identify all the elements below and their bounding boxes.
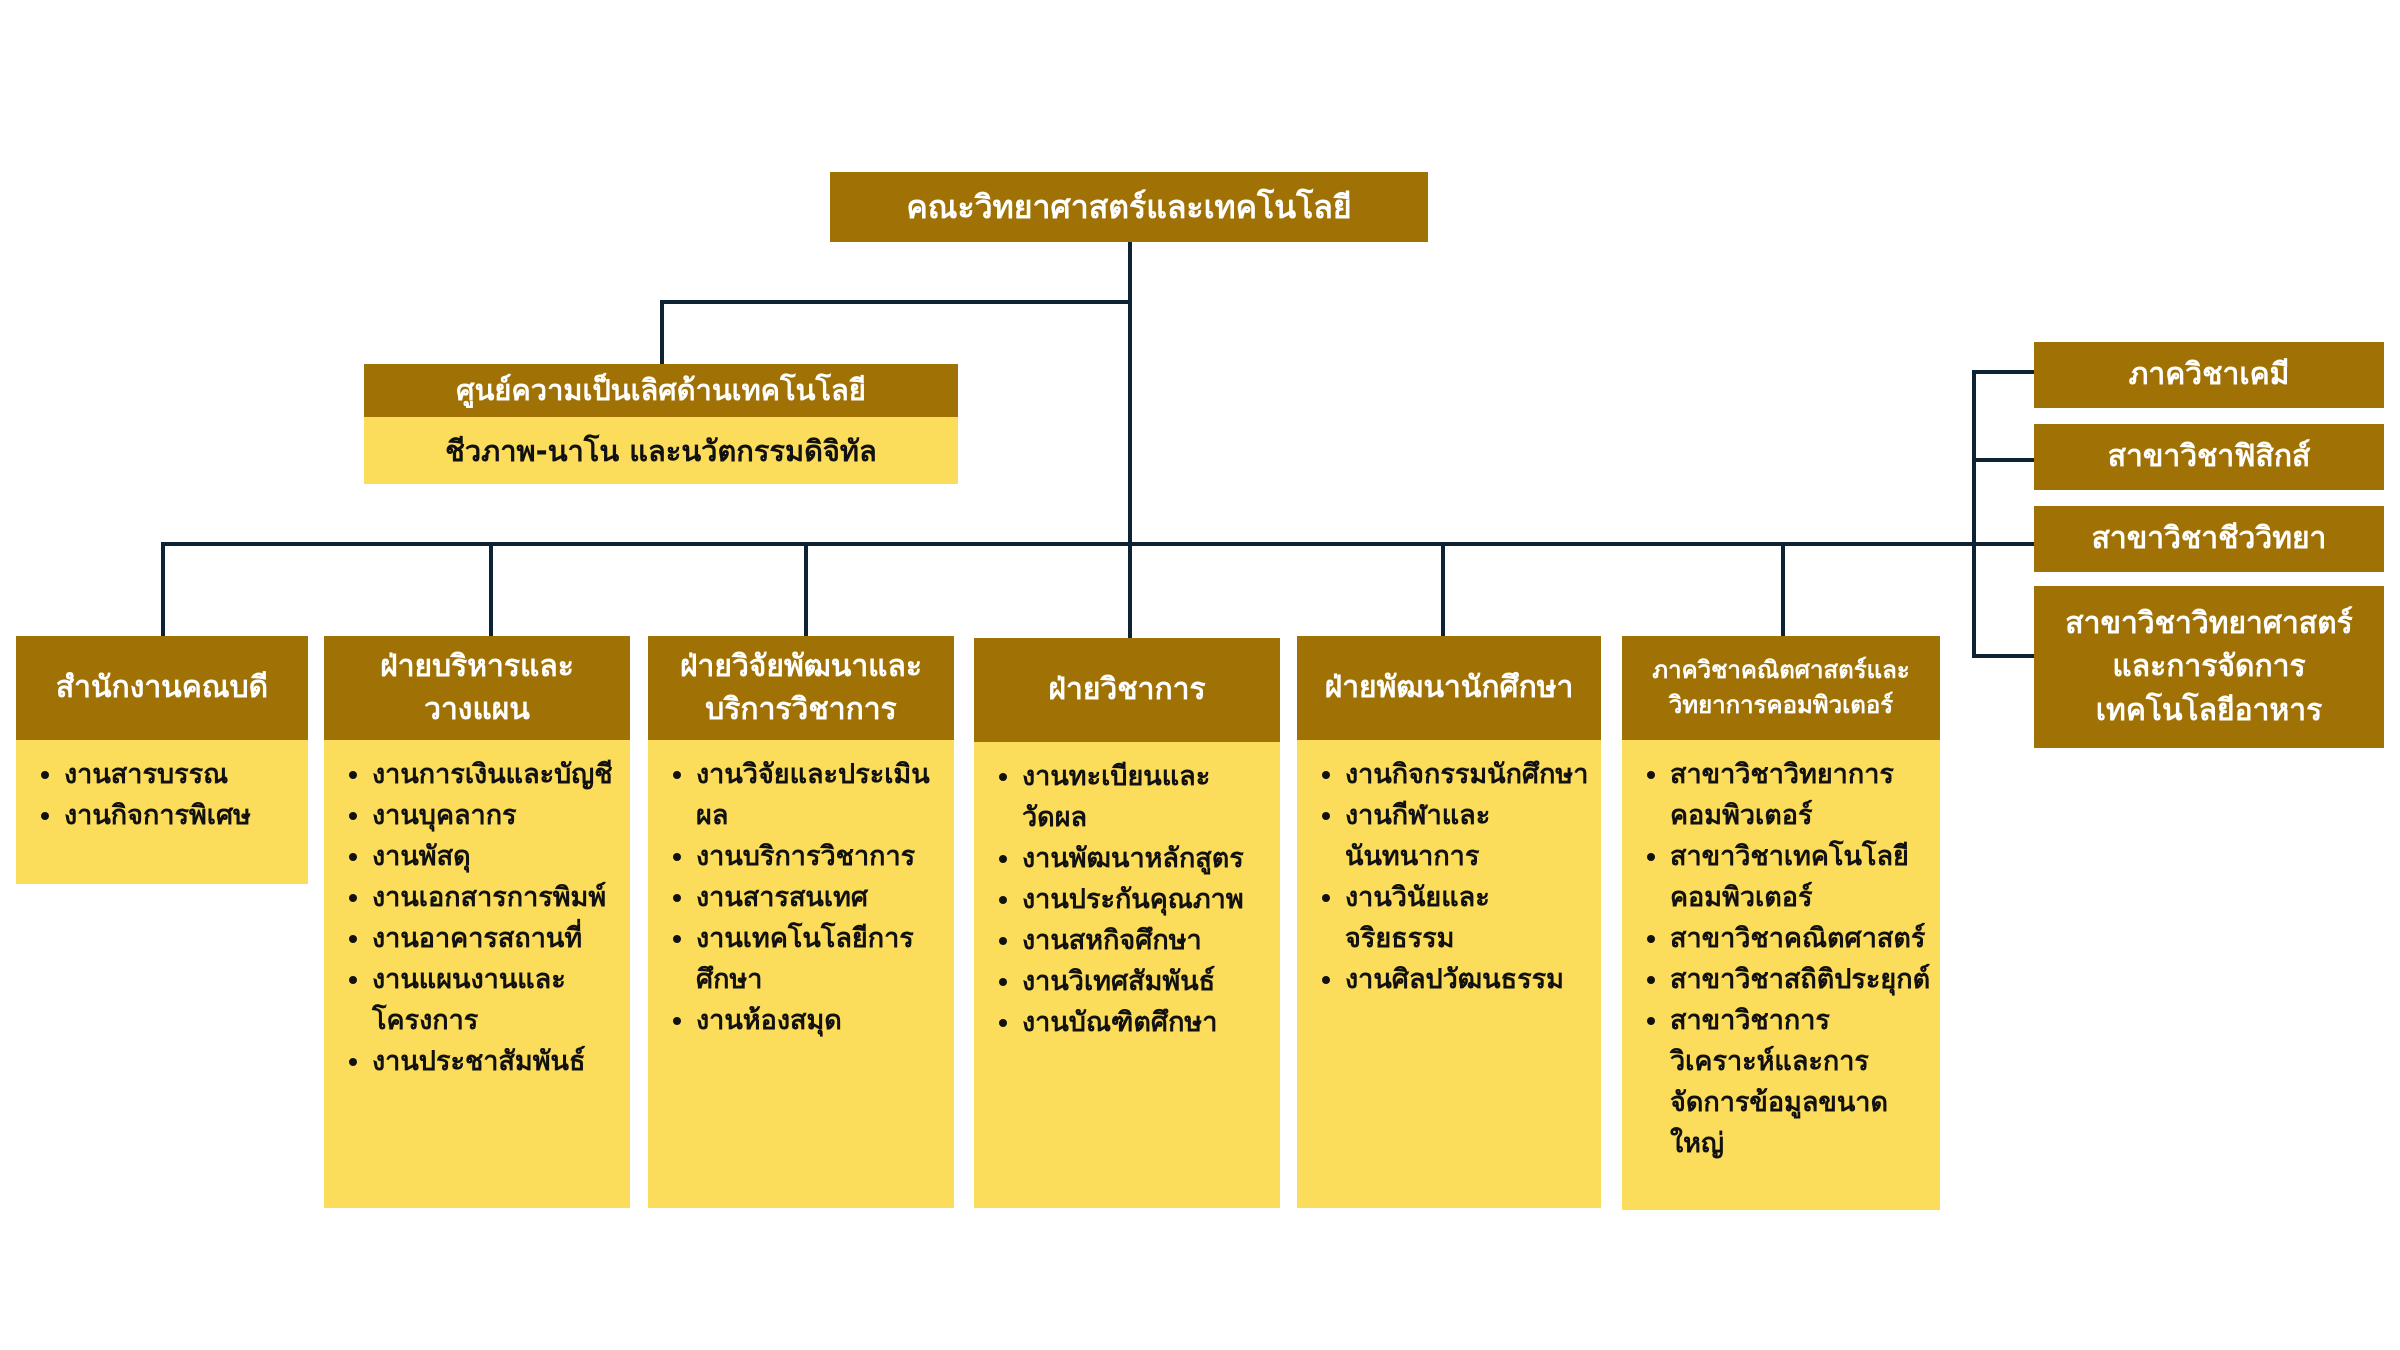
unit-food-science-technology: สาขาวิชาวิทยาศาสตร์และการจัดการเทคโนโลยี… — [2034, 586, 2384, 748]
list-item: สาขาวิชาสถิติประยุกต์ — [1670, 959, 1932, 1000]
list-item: งานทะเบียนและวัดผล — [1022, 756, 1272, 838]
list-item: สาขาวิชาคณิตศาสตร์ — [1670, 918, 1932, 959]
excellence-center-subtitle: ชีวภาพ-นาโน และนวัตกรรมดิจิทัล — [364, 417, 958, 484]
list-item: งานการเงินและบัญชี — [372, 754, 622, 795]
dept-header: ฝ่ายวิชาการ — [974, 638, 1280, 742]
list-item: งานวิเทศสัมพันธ์ — [1022, 961, 1272, 1002]
dept-math-computer-science: ภาควิชาคณิตศาสตร์และวิทยาการคอมพิวเตอร์ … — [1622, 636, 1940, 1210]
list-item: งานเอกสารการพิมพ์ — [372, 877, 622, 918]
dept-academic-affairs: ฝ่ายวิชาการ งานทะเบียนและวัดผล งานพัฒนาห… — [974, 638, 1280, 1208]
list-item: สาขาวิชาวิทยาการคอมพิวเตอร์ — [1670, 754, 1932, 836]
list-item: งานศิลปวัฒนธรรม — [1345, 959, 1593, 1000]
list-item: งานสหกิจศึกษา — [1022, 920, 1272, 961]
list-item: งานกิจการพิเศษ — [64, 795, 300, 836]
dept-student-development: ฝ่ายพัฒนานักศึกษา งานกิจกรรมนักศึกษา งาน… — [1297, 636, 1601, 1208]
unit-chemistry: ภาควิชาเคมี — [2034, 342, 2384, 408]
dept-task-list: สาขาวิชาวิทยาการคอมพิวเตอร์ สาขาวิชาเทคโ… — [1622, 740, 1940, 1210]
list-item: งานอาคารสถานที่ — [372, 918, 622, 959]
dept-header: ฝ่ายบริหารและวางแผน — [324, 636, 630, 740]
faculty-title: คณะวิทยาศาสตร์และเทคโนโลยี — [830, 172, 1428, 242]
list-item: งานห้องสมุด — [696, 1000, 946, 1041]
dept-admin-planning: ฝ่ายบริหารและวางแผน งานการเงินและบัญชี ง… — [324, 636, 630, 1208]
dept-task-list: งานกิจกรรมนักศึกษา งานกีฬาและนันทนาการ ง… — [1297, 740, 1601, 1208]
list-item: งานบัณฑิตศึกษา — [1022, 1002, 1272, 1043]
list-item: งานกีฬาและนันทนาการ — [1345, 795, 1593, 877]
list-item: งานแผนงานและโครงการ — [372, 959, 622, 1041]
dept-task-list: งานสารบรรณ งานกิจการพิเศษ — [16, 740, 308, 884]
list-item: งานบุคลากร — [372, 795, 622, 836]
dept-header: ภาควิชาคณิตศาสตร์และวิทยาการคอมพิวเตอร์ — [1622, 636, 1940, 740]
excellence-center-box: ศูนย์ความเป็นเลิศด้านเทคโนโลยี ชีวภาพ-นา… — [364, 364, 958, 484]
dept-header: สำนักงานคณบดี — [16, 636, 308, 740]
dept-header: ฝ่ายวิจัยพัฒนาและบริการวิชาการ — [648, 636, 954, 740]
dept-research-services: ฝ่ายวิจัยพัฒนาและบริการวิชาการ งานวิจัยแ… — [648, 636, 954, 1208]
list-item: งานสารบรรณ — [64, 754, 300, 795]
dept-dean-office: สำนักงานคณบดี งานสารบรรณ งานกิจการพิเศษ — [16, 636, 308, 884]
list-item: งานกิจกรรมนักศึกษา — [1345, 754, 1593, 795]
list-item: งานประชาสัมพันธ์ — [372, 1041, 622, 1082]
unit-physics: สาขาวิชาฟิสิกส์ — [2034, 424, 2384, 490]
list-item: งานเทคโนโลยีการศึกษา — [696, 918, 946, 1000]
list-item: งานวินัยและจริยธรรม — [1345, 877, 1593, 959]
list-item: งานสารสนเทศ — [696, 877, 946, 918]
list-item: งานวิจัยและประเมินผล — [696, 754, 946, 836]
dept-task-list: งานวิจัยและประเมินผล งานบริการวิชาการ งา… — [648, 740, 954, 1208]
list-item: งานบริการวิชาการ — [696, 836, 946, 877]
list-item: สาขาวิชาเทคโนโลยีคอมพิวเตอร์ — [1670, 836, 1932, 918]
list-item: งานพัฒนาหลักสูตร — [1022, 838, 1272, 879]
dept-header: ฝ่ายพัฒนานักศึกษา — [1297, 636, 1601, 740]
excellence-center-title: ศูนย์ความเป็นเลิศด้านเทคโนโลยี — [364, 364, 958, 417]
dept-task-list: งานทะเบียนและวัดผล งานพัฒนาหลักสูตร งานป… — [974, 742, 1280, 1208]
dept-task-list: งานการเงินและบัญชี งานบุคลากร งานพัสดุ ง… — [324, 740, 630, 1208]
list-item: งานพัสดุ — [372, 836, 622, 877]
list-item: งานประกันคุณภาพ — [1022, 879, 1272, 920]
list-item: สาขาวิชาการวิเคราะห์และการจัดการข้อมูลขน… — [1670, 1000, 1932, 1164]
unit-biology: สาขาวิชาชีววิทยา — [2034, 506, 2384, 572]
